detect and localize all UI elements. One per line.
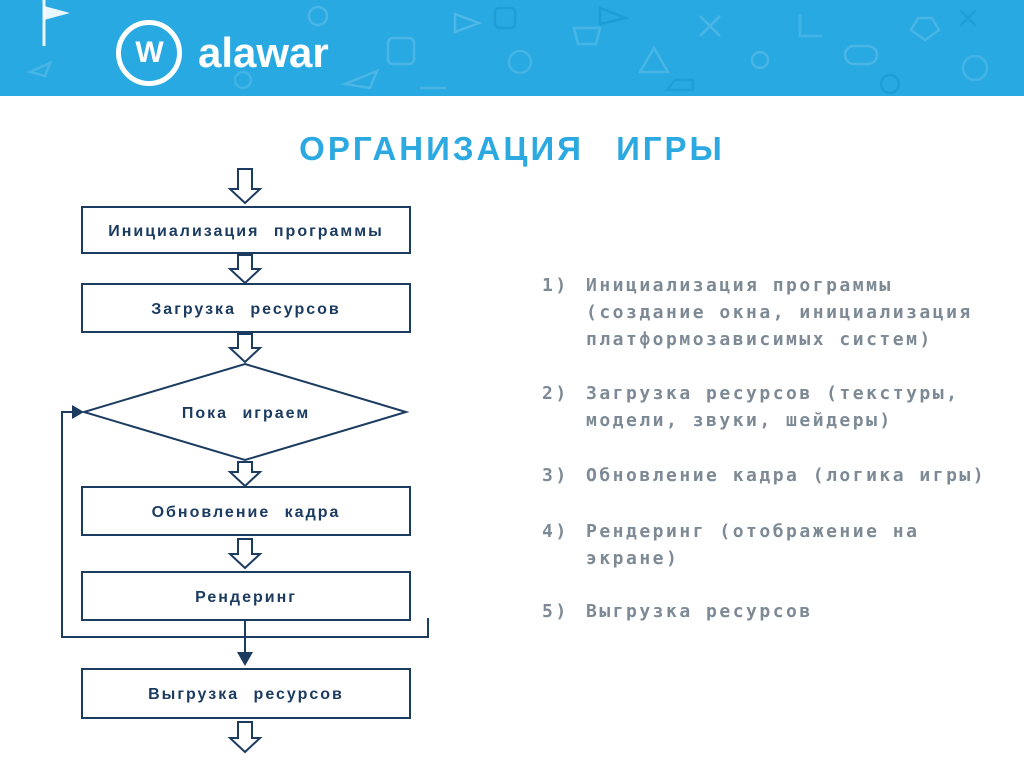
logo-letter: W bbox=[135, 36, 163, 69]
list-item: 5) Выгрузка ресурсов bbox=[542, 598, 994, 625]
cross-icon bbox=[959, 9, 977, 27]
header-pattern bbox=[26, 0, 989, 95]
ball-icon bbox=[507, 49, 533, 75]
list-number: 4) bbox=[542, 521, 569, 542]
ball-icon bbox=[307, 5, 329, 27]
list-number: 2) bbox=[542, 383, 569, 404]
alawar-w-icon: W bbox=[116, 20, 182, 86]
flow-node-update bbox=[81, 486, 411, 536]
list-item: 3) Обновление кадра (логика игры) bbox=[542, 462, 994, 489]
flow-label-render: Рендеринг bbox=[195, 589, 297, 606]
list-text: Рендеринг (отображение на экране) bbox=[586, 521, 920, 569]
hook-icon bbox=[798, 14, 822, 38]
header-band: W alawar bbox=[0, 0, 1024, 96]
ball-icon bbox=[750, 50, 770, 70]
flow-label-loop: Пока играем bbox=[182, 405, 310, 422]
flow-label-unload: Выгрузка ресурсов bbox=[148, 686, 344, 703]
list-number: 3) bbox=[542, 465, 569, 486]
loop-connector bbox=[61, 411, 429, 638]
paper-plane-icon bbox=[26, 60, 53, 78]
list-text: Обновление кадра (логика игры) bbox=[586, 465, 987, 486]
dice-icon bbox=[386, 36, 416, 66]
list-number: 5) bbox=[542, 601, 569, 622]
arrow-down-icon bbox=[227, 168, 263, 205]
ball-icon bbox=[879, 73, 901, 95]
flow-label-load: Загрузка ресурсов bbox=[151, 301, 340, 318]
brand-name: alawar bbox=[198, 29, 329, 76]
paper-plane-icon bbox=[340, 68, 380, 90]
ball-icon bbox=[233, 70, 253, 90]
arrow-down-icon bbox=[227, 254, 263, 285]
gem-icon bbox=[909, 16, 941, 42]
flow-node-init bbox=[81, 206, 411, 254]
flowchart: Инициализация программы Загрузка ресурсо… bbox=[61, 168, 429, 754]
page-title: ОРГАНИЗАЦИЯ ИГРЫ bbox=[299, 130, 725, 167]
flow-label-init: Инициализация программы bbox=[108, 223, 384, 240]
flow-label-update: Обновление кадра bbox=[152, 504, 341, 521]
list-text: Инициализация программы (создание окна, … bbox=[586, 275, 973, 350]
list-item: 2) Загрузка ресурсов (текстуры, модели, … bbox=[542, 380, 994, 434]
dice-icon bbox=[493, 6, 517, 30]
list-item: 1) Инициализация программы (создание окн… bbox=[542, 272, 994, 353]
bulb-icon bbox=[961, 54, 989, 82]
cross-icon bbox=[699, 15, 721, 37]
arrow-down-icon bbox=[227, 461, 263, 488]
loop-arrowhead-icon bbox=[72, 405, 84, 419]
arrow-down-icon bbox=[227, 721, 263, 754]
decor-flag-icon bbox=[42, 0, 70, 46]
alawar-logo: W alawar bbox=[116, 20, 329, 86]
arrow-down-icon bbox=[227, 333, 263, 364]
sail-icon bbox=[637, 45, 671, 74]
list-item: 4) Рендеринг (отображение на экране) bbox=[542, 518, 994, 572]
bucket-icon bbox=[572, 26, 602, 46]
arrow-down-icon bbox=[227, 538, 263, 570]
boot-icon bbox=[664, 78, 695, 92]
list-text: Загрузка ресурсов (текстуры, модели, зву… bbox=[586, 383, 960, 431]
flow-node-render bbox=[81, 571, 411, 621]
list-text: Выгрузка ресурсов bbox=[586, 601, 813, 622]
list-number: 1) bbox=[542, 275, 569, 296]
paper-plane-icon bbox=[453, 12, 483, 34]
exit-arrowhead-icon bbox=[237, 652, 253, 666]
flow-node-loop-decision bbox=[80, 362, 410, 462]
knife-icon bbox=[598, 6, 631, 26]
gamepad-icon bbox=[843, 44, 879, 66]
flow-node-load bbox=[81, 283, 411, 333]
flow-node-unload bbox=[81, 668, 411, 719]
